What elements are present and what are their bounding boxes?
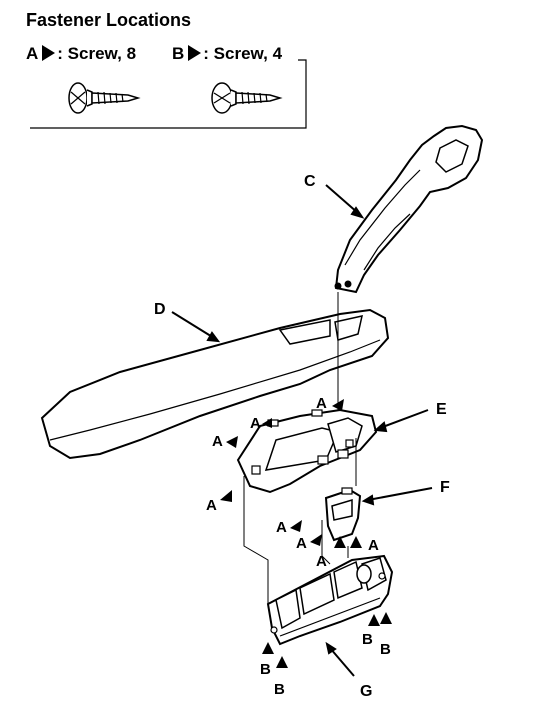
part-label-f: F — [440, 479, 450, 496]
marker-a: A — [250, 415, 261, 432]
marker-a: A — [316, 553, 327, 570]
marker-a: A — [206, 497, 217, 514]
marker-b: B — [380, 641, 391, 658]
marker-b: B — [260, 661, 271, 678]
part-label-e: E — [436, 401, 447, 418]
marker-a: A — [368, 537, 379, 554]
marker-a: A — [212, 433, 223, 450]
marker-a: A — [296, 535, 307, 552]
legend-box-outline — [30, 59, 307, 129]
small-switch-part — [324, 487, 362, 542]
fastener-legend-b: B : Screw, 4 — [172, 44, 282, 64]
fastener-a-letter: A — [26, 44, 39, 63]
screw-b-icon — [211, 82, 283, 114]
triangle-marker-icon — [42, 45, 56, 61]
page-title: Fastener Locations — [26, 10, 192, 30]
pull-handle-part — [334, 124, 484, 294]
part-label-c: C — [304, 173, 316, 190]
part-label-g: G — [360, 683, 372, 700]
master-switch-part — [266, 554, 394, 646]
fastener-legend-a: A : Screw, 8 — [26, 44, 136, 64]
switch-bezel-part — [236, 408, 378, 494]
fastener-a-desc: : Screw, 8 — [57, 44, 137, 63]
fastener-b-letter: B — [172, 44, 185, 63]
part-label-d: D — [154, 301, 166, 318]
marker-a: A — [276, 519, 287, 536]
marker-b: B — [274, 681, 285, 698]
alignment-lines — [243, 292, 357, 604]
triangle-marker-icon — [188, 45, 202, 61]
fastener-b-desc: : Screw, 4 — [203, 44, 283, 63]
fastener-a-markers: A A A A A A A A — [206, 395, 379, 570]
marker-a: A — [316, 395, 327, 412]
marker-b: B — [362, 631, 373, 648]
screw-a-icon — [68, 82, 141, 114]
callout-arrows — [171, 184, 433, 677]
armrest-panel-part — [40, 308, 390, 460]
fastener-b-markers: B B B B — [260, 612, 392, 698]
